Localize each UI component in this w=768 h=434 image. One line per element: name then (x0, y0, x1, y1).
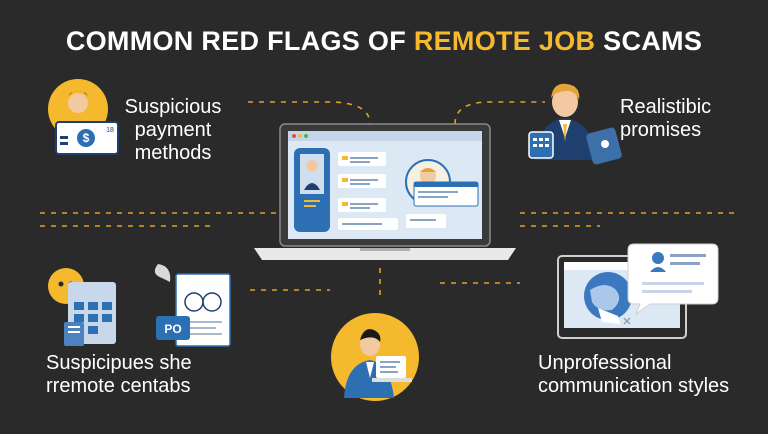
man-at-laptop-icon (331, 313, 419, 401)
label-line: rremote centabs (46, 375, 191, 397)
label-contracts: Suspicipues she rremote centabs (46, 352, 246, 398)
label-payment: Suspicious payment methods (118, 96, 228, 165)
contract-badge: PO (164, 322, 181, 336)
label-communication: Unprofessional communication styles (538, 352, 760, 398)
label-line: Unprofessional (538, 352, 672, 374)
label-promises: Realistibic promises (620, 96, 760, 142)
label-line: methods (134, 142, 212, 164)
label-line: Suspicious (124, 96, 222, 118)
title-highlight: REMOTE JOB (413, 26, 596, 56)
title-prefix: COMMON RED FLAGS OF (65, 26, 414, 56)
label-line: Realistibic (620, 96, 712, 118)
monitor-chat-icon (557, 243, 719, 339)
businessman-icon (528, 83, 622, 165)
contract-icon: PO (48, 264, 231, 347)
label-line: communication styles (538, 375, 730, 397)
title-suffix: SCAMS (595, 26, 703, 56)
card-number: 18 (106, 127, 114, 134)
label-line: payment (134, 119, 212, 141)
page-title: COMMON RED FLAGS OF REMOTE JOB SCAMS (0, 26, 768, 57)
laptop-icon (254, 123, 516, 260)
label-line: Suspicipues she (46, 352, 192, 374)
dollar-card-icon: $ 18 (48, 79, 119, 155)
label-line: promises (620, 119, 702, 141)
dollar-symbol: $ (83, 131, 90, 145)
